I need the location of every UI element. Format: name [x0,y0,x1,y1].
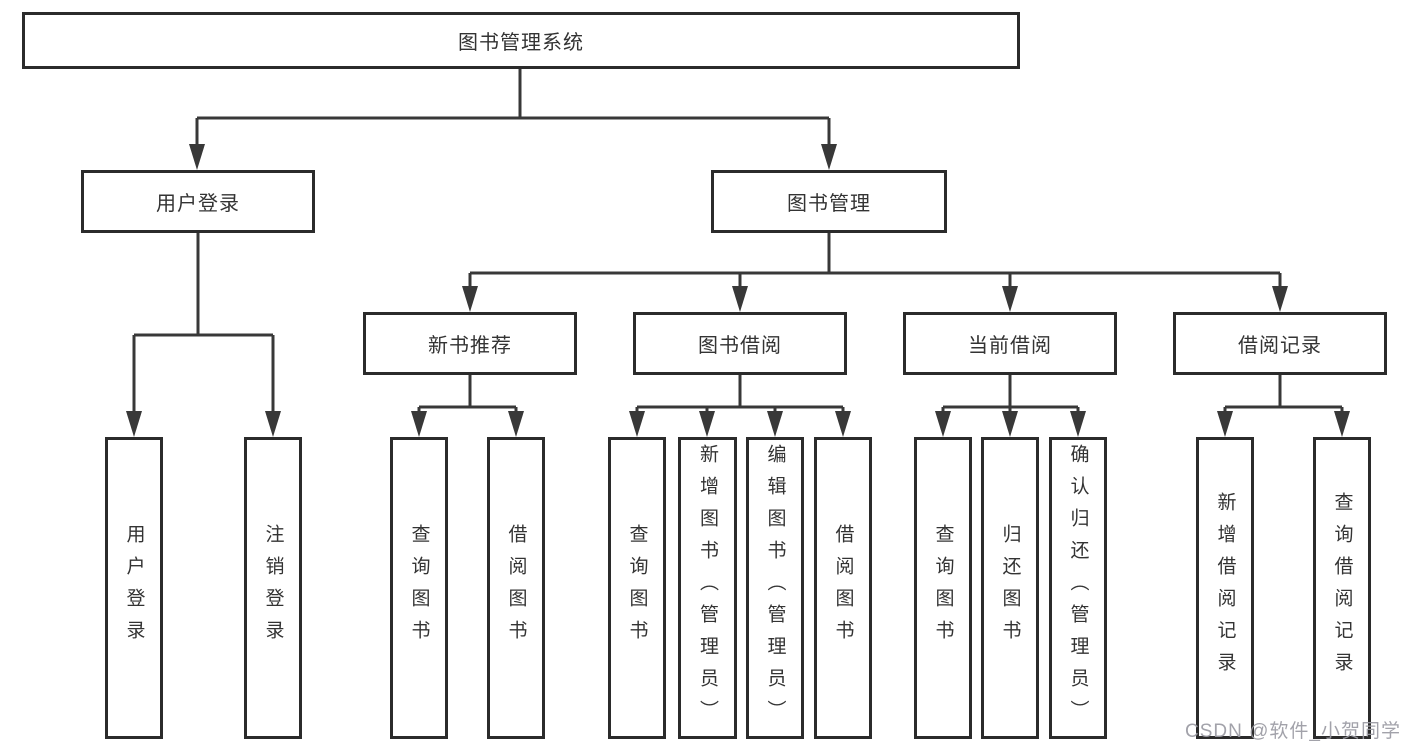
leaf-borrow-books: 借阅图书 [814,437,872,739]
leaf-add-book-admin-label: 新增图书（管理员） [697,444,718,732]
leaf-query-books-current: 查询图书 [914,437,972,739]
leaf-return-books: 归还图书 [981,437,1039,739]
leaf-query-books-recommend: 查询图书 [390,437,448,739]
node-book-management-label: 图书管理 [787,193,871,215]
node-user-login-label: 用户登录 [156,193,240,215]
node-borrowing-records: 借阅记录 [1173,312,1387,375]
leaf-query-books-recommend-label: 查询图书 [408,524,430,652]
leaf-confirm-return-admin-label: 确认归还（管理员） [1067,444,1089,732]
arrowheads [126,144,1350,437]
leaf-borrow-books-label: 借阅图书 [832,524,854,652]
leaf-logout: 注销登录 [244,437,302,739]
leaf-query-borrow-record: 查询借阅记录 [1313,437,1371,739]
leaf-confirm-return-admin: 确认归还（管理员） [1049,437,1107,739]
leaf-query-books-borrowing-label: 查询图书 [626,524,648,652]
node-root: 图书管理系统 [22,12,1020,69]
leaf-user-login: 用户登录 [105,437,163,739]
leaf-add-borrow-record-label: 新增借阅记录 [1214,492,1236,684]
node-book-borrowing: 图书借阅 [633,312,847,375]
leaf-add-borrow-record: 新增借阅记录 [1196,437,1254,739]
leaf-return-books-label: 归还图书 [999,524,1021,652]
node-root-label: 图书管理系统 [458,32,584,54]
node-current-borrowing-label: 当前借阅 [968,335,1052,357]
csdn-watermark: CSDN @软件_小贺同学 [1185,721,1401,742]
leaf-borrow-books-recommend: 借阅图书 [487,437,545,739]
leaf-add-book-admin: 新增图书（管理员） [678,437,737,739]
node-new-book-recommend: 新书推荐 [363,312,577,375]
node-current-borrowing: 当前借阅 [903,312,1117,375]
leaf-user-login-label: 用户登录 [123,524,145,652]
leaf-edit-book-admin: 编辑图书（管理员） [746,437,804,739]
node-new-book-recommend-label: 新书推荐 [428,335,512,357]
leaf-query-books-borrowing: 查询图书 [608,437,666,739]
leaf-query-borrow-record-label: 查询借阅记录 [1331,492,1353,684]
leaf-logout-label: 注销登录 [262,524,284,652]
leaf-query-books-current-label: 查询图书 [932,524,954,652]
node-borrowing-records-label: 借阅记录 [1238,335,1322,357]
node-book-borrowing-label: 图书借阅 [698,335,782,357]
leaf-edit-book-admin-label: 编辑图书（管理员） [764,444,786,732]
leaf-borrow-books-recommend-label: 借阅图书 [505,524,527,652]
node-book-management: 图书管理 [711,170,947,233]
node-user-login: 用户登录 [81,170,315,233]
